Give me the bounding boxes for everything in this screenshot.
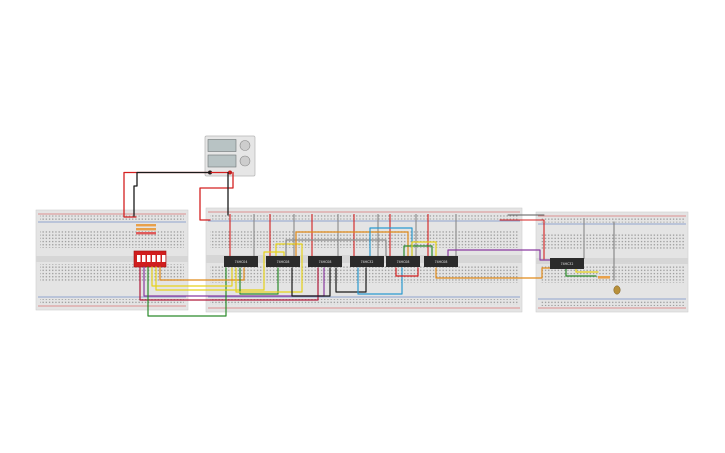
switch-5[interactable] <box>157 255 161 262</box>
chip-label: 74HC08 <box>397 260 410 264</box>
chip-label: 74HC08 <box>277 260 290 264</box>
dc-power-supply[interactable] <box>204 135 256 177</box>
breadboard-right <box>535 211 689 313</box>
power-wires <box>123 171 545 260</box>
dip-switch[interactable] <box>133 250 167 268</box>
chip-74hc08-d[interactable]: 74HC08 <box>424 256 458 267</box>
pull-down-resistors <box>136 224 156 235</box>
chip-74hc08-c[interactable]: 74HC08 <box>386 256 420 267</box>
chip-power-jumpers <box>229 214 585 259</box>
logic-chips: 74HC04 74HC08 74HC08 74HC32 74HC08 74HC0… <box>224 256 584 269</box>
voltage-knob[interactable] <box>239 140 251 151</box>
chip-label: 74HC08 <box>435 260 448 264</box>
chip-74hc32-b[interactable]: 74HC32 <box>550 258 584 269</box>
output-led <box>613 285 621 295</box>
chip-74hc08-a[interactable]: 74HC08 <box>266 256 300 267</box>
chip-74hc32-a[interactable]: 74HC32 <box>350 256 384 267</box>
switch-2[interactable] <box>142 255 146 262</box>
chip-74hc08-b[interactable]: 74HC08 <box>308 256 342 267</box>
current-knob[interactable] <box>239 155 251 167</box>
switch-3[interactable] <box>147 255 151 262</box>
logic-wires <box>139 221 615 317</box>
current-display <box>207 154 237 168</box>
switch-6[interactable] <box>162 255 166 262</box>
chip-label: 74HC08 <box>319 260 332 264</box>
switch-4[interactable] <box>152 255 156 262</box>
output-resistor <box>598 276 610 279</box>
chip-label: 74HC32 <box>561 262 574 266</box>
switch-1[interactable] <box>137 255 141 262</box>
chip-74hc04[interactable]: 74HC04 <box>224 256 258 267</box>
voltage-display <box>207 139 237 152</box>
chip-label: 74HC04 <box>235 260 248 264</box>
chip-label: 74HC32 <box>361 260 374 264</box>
